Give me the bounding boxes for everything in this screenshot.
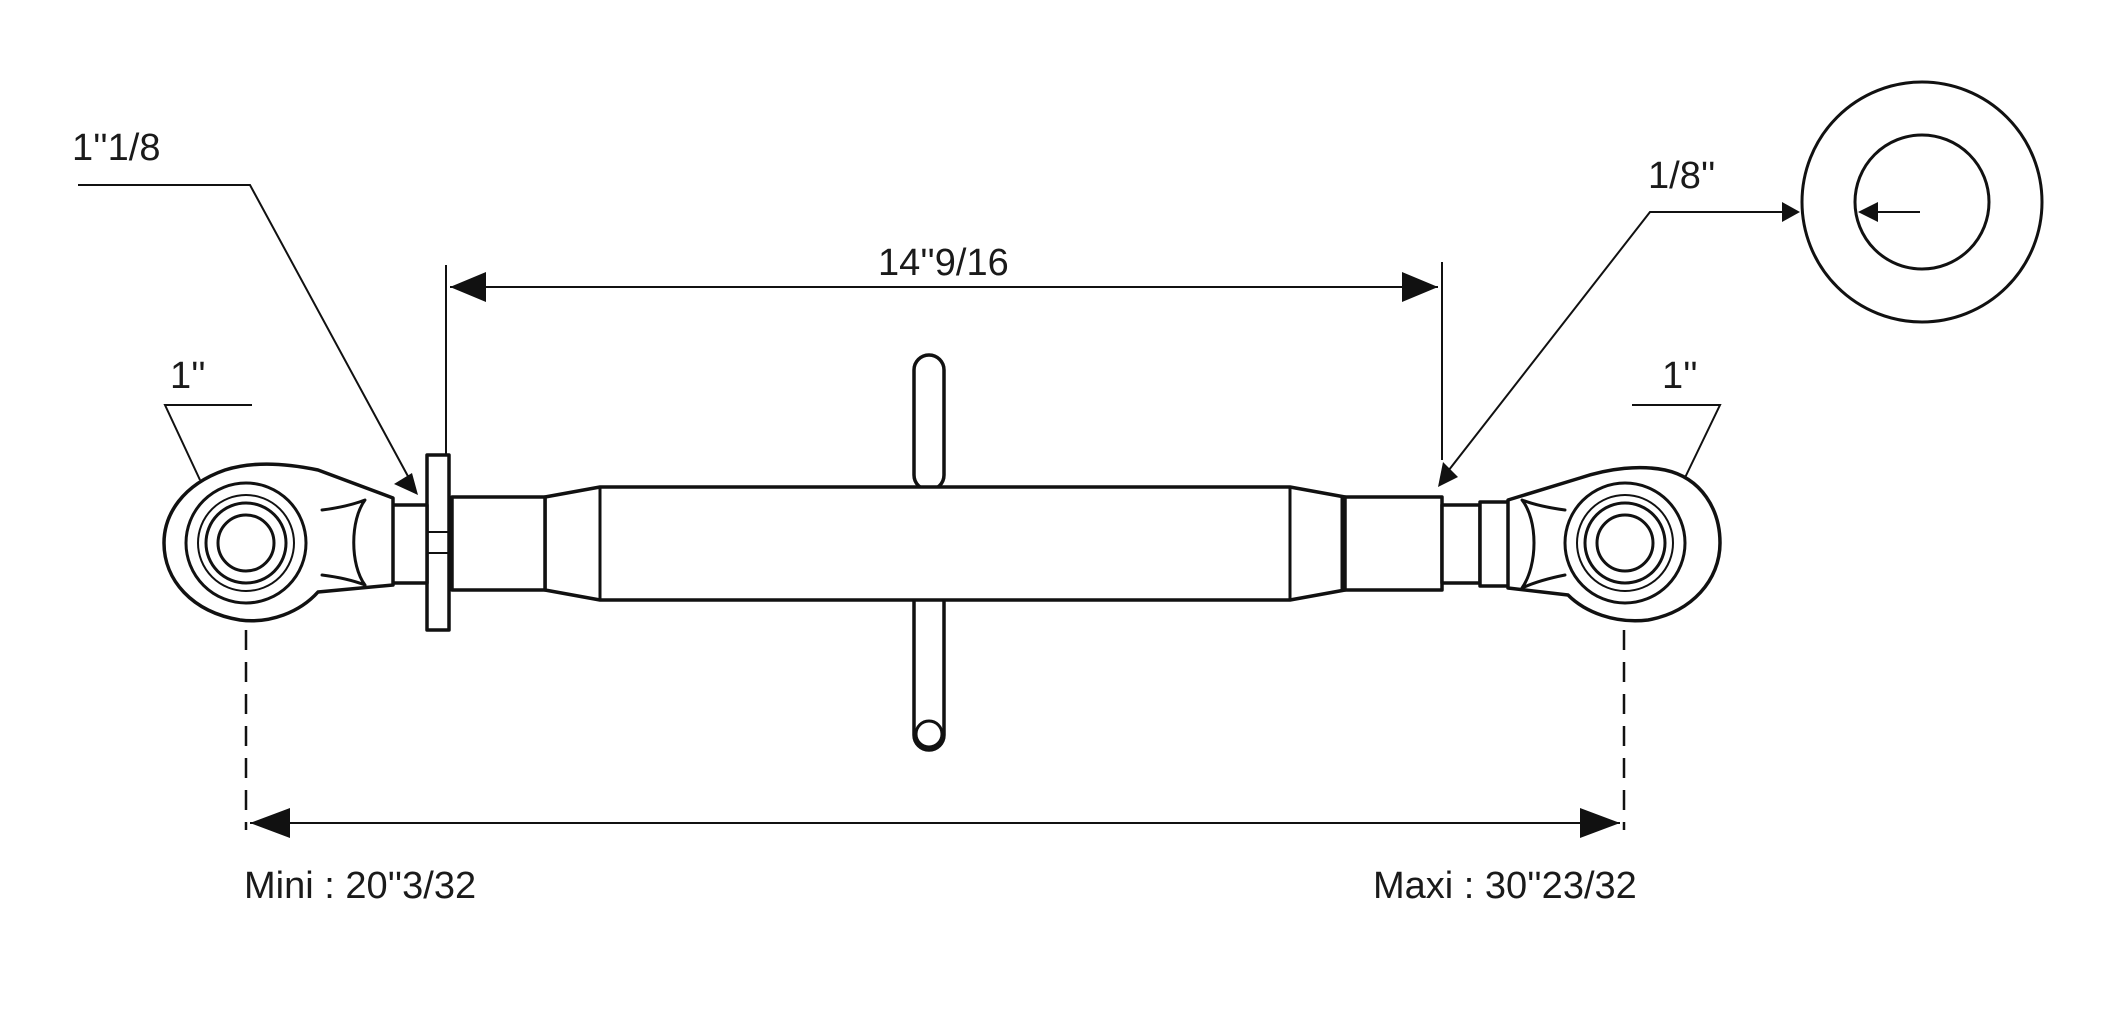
max-length-label: Maxi : 30''23/32 <box>1373 865 1637 907</box>
right-thread-label: 1/8'' <box>1648 155 1715 197</box>
left-ball-ring-icon <box>184 481 308 605</box>
right-thread-leader <box>1438 202 1800 487</box>
body-length-left-arrow-icon <box>450 272 486 302</box>
ring-leader-arrow-icon <box>1782 202 1800 222</box>
overall-length-dimension <box>244 630 1626 838</box>
overall-right-arrow-icon <box>1580 808 1620 838</box>
left-ball-end <box>162 462 395 623</box>
right-ball-size-label: 1'' <box>1662 355 1698 397</box>
detail-ring-arrow-icon <box>1858 202 1878 222</box>
lock-nut-thread-label: 1''1/8 <box>72 127 160 169</box>
left-lock-nut <box>425 453 451 632</box>
thread-detail-ring <box>1800 80 2044 324</box>
right-ball-ring-icon <box>1563 481 1687 605</box>
left-ball-leader <box>163 404 252 481</box>
body-length-label: 14''9/16 <box>878 242 1009 284</box>
right-ball-end <box>1506 465 1722 623</box>
right-thread-arrow-icon <box>1438 462 1458 487</box>
lock-nut-arrow-icon <box>394 473 418 495</box>
right-threaded-stub <box>1440 500 1512 588</box>
lock-nut-leader <box>78 184 418 495</box>
body-length-dimension <box>445 262 1443 460</box>
overall-left-arrow-icon <box>250 808 290 838</box>
left-ball-size-label: 1'' <box>170 355 206 397</box>
body-length-right-arrow-icon <box>1402 272 1438 302</box>
min-length-label: Mini : 20''3/32 <box>244 865 476 907</box>
right-ball-leader <box>1632 404 1722 489</box>
turnbuckle-body <box>450 485 1444 602</box>
left-threaded-stub <box>388 503 429 585</box>
